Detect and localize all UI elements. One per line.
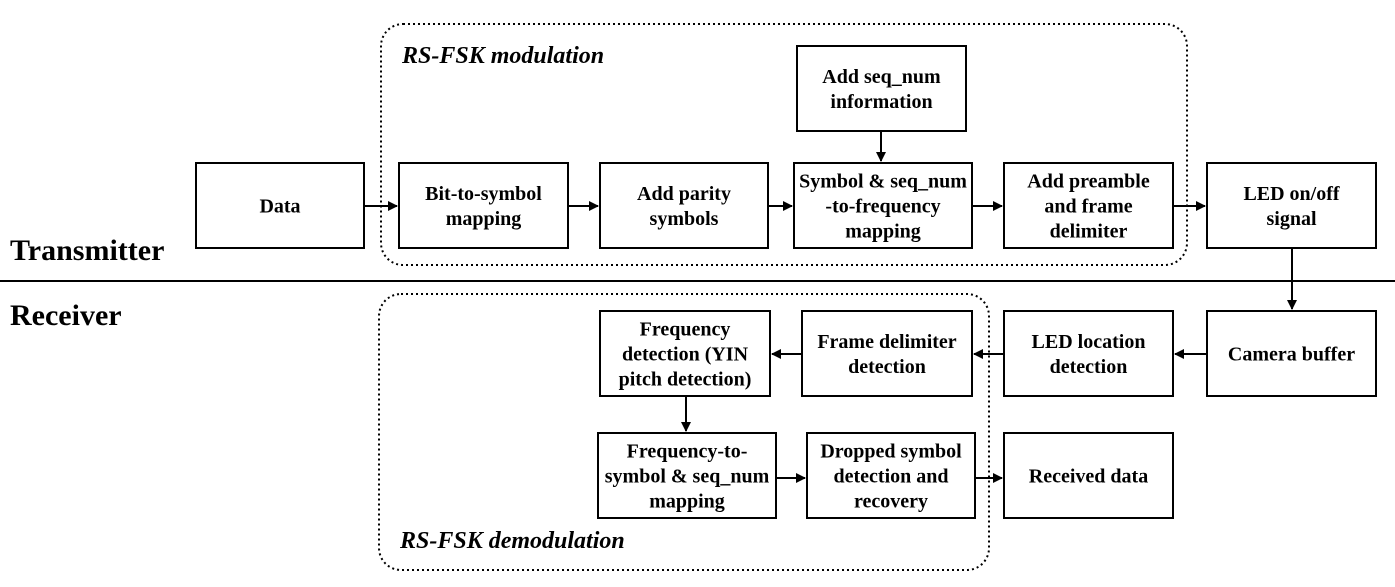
node-add-parity-label-line: symbols <box>650 208 719 230</box>
node-bit-to-symbol: Bit-to-symbol mapping <box>398 162 569 249</box>
node-dropped-symbol-label-line: detection and <box>834 466 949 488</box>
node-received-data: Received data <box>1003 432 1174 519</box>
node-camera-buffer: Camera buffer <box>1206 310 1377 397</box>
node-add-parity-box <box>599 162 769 249</box>
node-add-parity-label-line: Add parity <box>637 183 731 205</box>
node-bit-to-symbol-label-line: Bit-to-symbol <box>425 183 542 205</box>
node-add-seq-num-label-line: information <box>830 91 932 113</box>
node-freq-detection-label-line: pitch detection) <box>619 369 752 391</box>
node-add-preamble-label-line: and frame <box>1044 196 1132 218</box>
node-led-location-box <box>1003 310 1174 397</box>
node-data: Data <box>195 162 365 249</box>
node-led-signal: LED on/off signal <box>1206 162 1377 249</box>
node-frame-delimiter-box <box>801 310 973 397</box>
node-data-box <box>195 162 365 249</box>
node-add-preamble-label-line: Add preamble <box>1027 171 1150 193</box>
node-freq-to-symbol-box <box>597 432 777 519</box>
node-freq-to-symbol-label-line: symbol & seq_num <box>605 466 770 488</box>
node-led-signal-box <box>1206 162 1377 249</box>
node-freq-detection: Frequency detection (YIN pitch detection) <box>599 310 771 397</box>
node-freq-detection-label-line: detection (YIN <box>622 344 749 366</box>
node-led-location-label-line: LED location <box>1032 331 1146 353</box>
node-freq-to-symbol-label-line: mapping <box>649 491 725 513</box>
node-symbol-seq-freq-box <box>793 162 973 249</box>
node-symbol-seq-freq: Symbol & seq_num -to-frequency mapping <box>793 162 973 249</box>
modulation-group <box>380 23 1188 266</box>
node-led-location: LED location detection <box>1003 310 1174 397</box>
node-led-signal-label-line: LED on/off <box>1243 183 1339 205</box>
node-led-location-label-line: detection <box>1050 356 1128 378</box>
node-add-seq-num-box <box>796 45 967 132</box>
node-add-preamble: Add preamble and frame delimiter <box>1003 162 1174 249</box>
node-received-data-label-line: Received data <box>1029 466 1148 488</box>
node-symbol-seq-freq-label-line: -to-frequency <box>825 196 940 218</box>
node-dropped-symbol-label-line: recovery <box>854 491 928 513</box>
node-symbol-seq-freq-label-line: mapping <box>845 221 921 243</box>
node-camera-buffer-box <box>1206 310 1377 397</box>
node-data-label-line: Data <box>259 196 300 218</box>
node-camera-buffer-label-line: Camera buffer <box>1228 344 1355 366</box>
node-bit-to-symbol-box <box>398 162 569 249</box>
node-freq-to-symbol-label-line: Frequency-to- <box>627 441 748 463</box>
node-received-data-box <box>1003 432 1174 519</box>
node-add-preamble-label-line: delimiter <box>1050 221 1128 243</box>
node-bit-to-symbol-label-line: mapping <box>446 208 522 230</box>
node-frame-delimiter: Frame delimiter detection <box>801 310 973 397</box>
modulation-label: RS-FSK modulation <box>401 43 604 69</box>
node-symbol-seq-freq-label-line: Symbol & seq_num <box>799 171 967 193</box>
receiver-label: Receiver <box>10 299 122 332</box>
node-frame-delimiter-label-line: detection <box>848 356 926 378</box>
node-add-preamble-box <box>1003 162 1174 249</box>
node-dropped-symbol-label-line: Dropped symbol <box>820 441 962 463</box>
node-add-parity: Add parity symbols <box>599 162 769 249</box>
node-freq-detection-box <box>599 310 771 397</box>
demodulation-label: RS-FSK demodulation <box>399 528 625 554</box>
node-led-signal-label-line: signal <box>1266 208 1316 230</box>
node-add-seq-num: Add seq_num information <box>796 45 967 132</box>
node-dropped-symbol: Dropped symbol detection and recovery <box>806 432 976 519</box>
node-dropped-symbol-box <box>806 432 976 519</box>
demodulation-group <box>378 293 990 571</box>
node-frame-delimiter-label-line: Frame delimiter <box>817 331 956 353</box>
node-freq-detection-label-line: Frequency <box>640 319 731 341</box>
transmitter-label: Transmitter <box>10 234 164 267</box>
node-add-seq-num-label-line: Add seq_num <box>822 66 941 88</box>
